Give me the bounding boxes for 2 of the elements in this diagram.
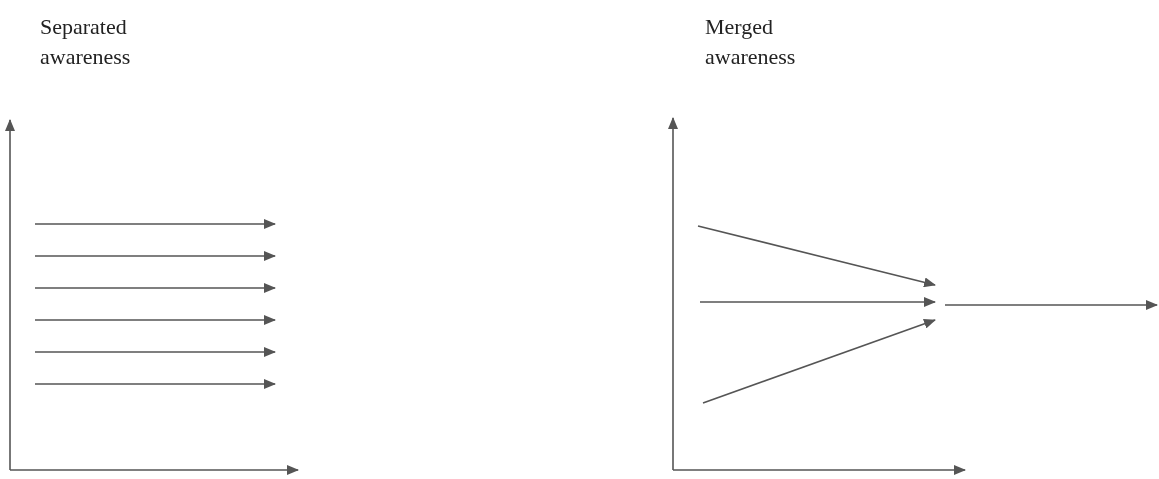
panel-heading: Separated awareness [40, 13, 132, 71]
panel-heading: Merged awareness [705, 13, 797, 71]
